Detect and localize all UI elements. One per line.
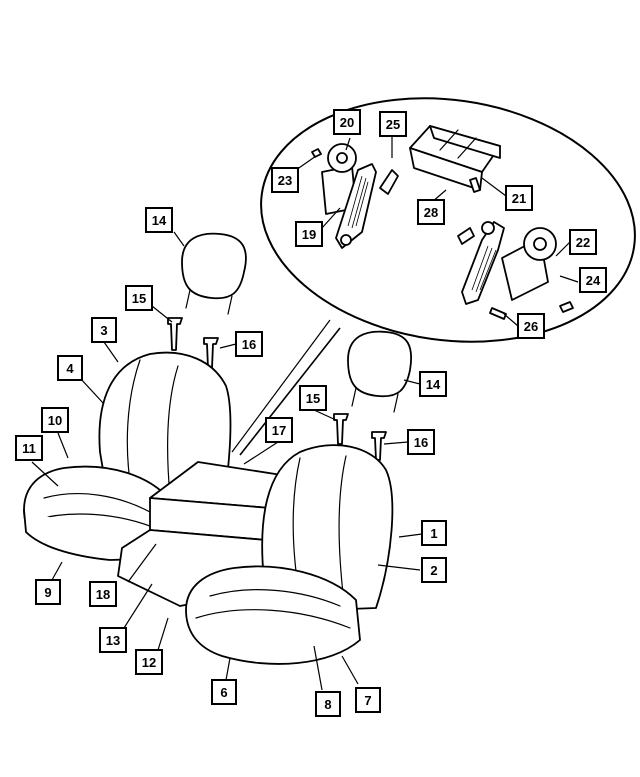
callout-label: 14 [152,213,167,228]
callout-label: 24 [586,273,601,288]
callout-28: 28 [417,199,445,225]
callout-14-right: 14 [419,371,447,397]
callout-label: 4 [66,361,74,376]
callout-label: 16 [414,435,428,450]
callout-label: 13 [106,633,120,648]
recliner-right [457,221,574,320]
callout-label: 11 [22,441,36,456]
callout-15-right: 15 [299,385,327,411]
callout-1: 1 [421,520,447,546]
callout-label: 22 [576,235,590,250]
callout-7: 7 [355,687,381,713]
callout-2: 2 [421,557,447,583]
headrest-guides [167,317,387,461]
callout-label: 10 [48,413,62,428]
callout-label: 20 [340,115,354,130]
callout-14-left: 14 [145,207,173,233]
seat-back-panel [409,125,501,193]
callout-16-left: 16 [235,331,263,357]
callout-label: 8 [324,697,331,712]
callout-label: 16 [242,337,256,352]
callout-8: 8 [315,691,341,717]
callout-6: 6 [211,679,237,705]
callout-12: 12 [135,649,163,675]
callout-label: 1 [430,526,437,541]
recliner-left [311,143,399,249]
callout-11: 11 [15,435,43,461]
leader-lines [31,136,579,691]
callout-4: 4 [57,355,83,381]
callout-label: 14 [426,377,441,392]
callout-label: 3 [100,323,107,338]
callout-label: 9 [44,585,51,600]
callout-label: 23 [278,173,292,188]
detail-pointer-line [239,327,341,456]
callout-label: 25 [386,117,400,132]
callout-22: 22 [569,229,597,255]
callout-20: 20 [333,109,361,135]
callout-18: 18 [89,581,117,607]
callout-label: 15 [132,291,146,306]
callout-label: 15 [306,391,320,406]
callout-label: 7 [364,693,371,708]
headrest-left [181,232,247,315]
callout-label: 6 [220,685,227,700]
callout-label: 19 [302,227,316,242]
callout-24: 24 [579,267,607,293]
callout-label: 2 [430,563,437,578]
callout-17: 17 [265,417,293,443]
callout-label: 26 [524,319,538,334]
callout-15-left: 15 [125,285,153,311]
callout-label: 28 [424,205,438,220]
callout-25: 25 [379,111,407,137]
detail-view [231,97,636,456]
callout-label: 12 [142,655,156,670]
headrest-right [347,330,412,413]
callout-21: 21 [505,185,533,211]
callout-26: 26 [517,313,545,339]
seat-right [185,444,394,665]
callout-label: 21 [512,191,526,206]
callout-23: 23 [271,167,299,193]
callout-label: 18 [96,587,110,602]
callout-3: 3 [91,317,117,343]
callout-13: 13 [99,627,127,653]
callout-label: 17 [272,423,286,438]
callout-10: 10 [41,407,69,433]
callout-16-right: 16 [407,429,435,455]
callout-9: 9 [35,579,61,605]
callout-19: 19 [295,221,323,247]
